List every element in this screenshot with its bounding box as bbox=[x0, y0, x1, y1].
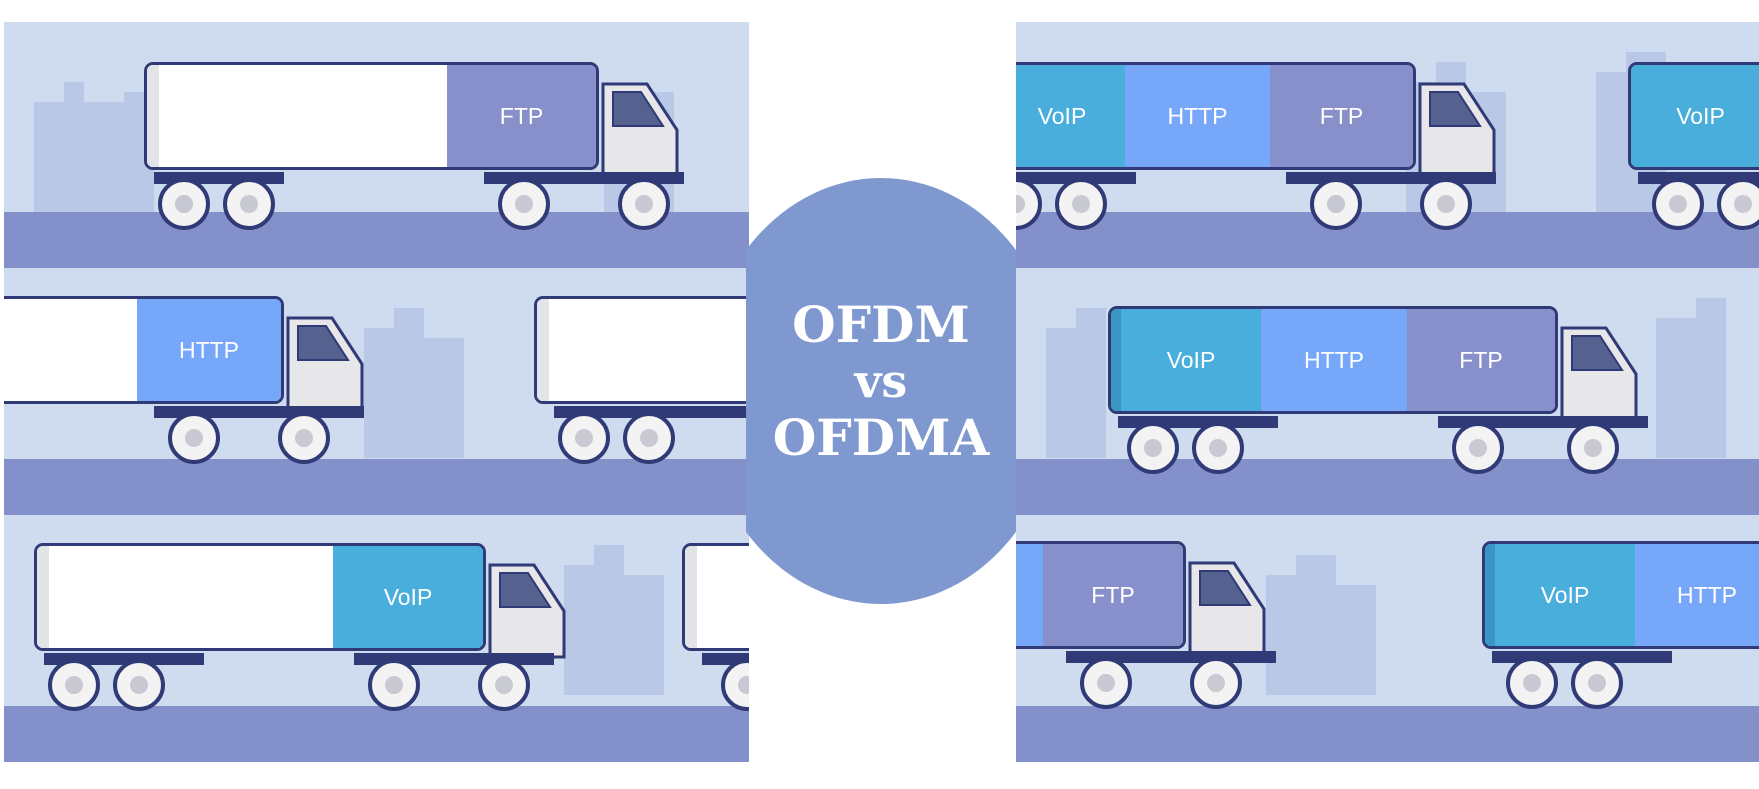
http-segment: HTTP bbox=[1261, 309, 1407, 411]
ofdma-panel: VoIP HTTP FTP VoIP VoIP HTTP FTP bbox=[1016, 22, 1759, 762]
truck-cargo bbox=[534, 296, 749, 404]
city-skyline bbox=[34, 82, 674, 212]
empty-segment bbox=[147, 65, 447, 167]
wheel-group bbox=[44, 653, 204, 711]
lane: VoIP HTTP FTP bbox=[1016, 268, 1759, 515]
http-segment: HTTP bbox=[1635, 544, 1759, 646]
city-skyline bbox=[1046, 298, 1726, 458]
voip-segment: VoIP bbox=[1485, 544, 1635, 646]
road bbox=[4, 459, 749, 515]
city-skyline bbox=[564, 545, 664, 695]
lane: VoIP bbox=[4, 515, 749, 762]
title: OFDM vs OFDMA bbox=[746, 295, 1016, 467]
ftp-segment: FTP bbox=[1043, 544, 1183, 646]
center-circle bbox=[746, 178, 1016, 604]
ofdm-panel: FTP HTTP bbox=[4, 22, 749, 762]
truck-cargo: FTP bbox=[144, 62, 599, 170]
road bbox=[1016, 212, 1759, 268]
empty-segment bbox=[685, 546, 749, 648]
wheel-group bbox=[484, 172, 684, 230]
wheel-group bbox=[702, 653, 749, 711]
truck-cargo: VoIP HTTP bbox=[1482, 541, 1759, 649]
truck-cargo: VoIP HTTP FTP bbox=[1108, 306, 1558, 414]
ftp-segment: FTP bbox=[447, 65, 596, 167]
road bbox=[4, 706, 749, 762]
truck-cargo: VoIP bbox=[34, 543, 486, 651]
truck-cargo bbox=[682, 543, 749, 651]
title-line-vs: vs bbox=[854, 354, 908, 408]
voip-segment: VoIP bbox=[1631, 65, 1759, 167]
wheel-group bbox=[1016, 172, 1136, 230]
lane: FTP bbox=[4, 22, 749, 268]
truck-cab bbox=[1188, 561, 1266, 657]
wheel-group bbox=[1438, 416, 1648, 474]
wheel-group bbox=[1638, 172, 1759, 230]
voip-segment: VoIP bbox=[1111, 309, 1261, 411]
wheel-group bbox=[554, 406, 749, 464]
voip-segment: VoIP bbox=[333, 546, 483, 648]
wheel-group bbox=[1286, 172, 1496, 230]
wheel-group bbox=[154, 172, 284, 230]
truck-cab bbox=[286, 316, 364, 412]
empty-segment bbox=[537, 299, 749, 401]
ftp-segment: FTP bbox=[1270, 65, 1413, 167]
voip-segment: VoIP bbox=[1016, 65, 1125, 167]
http-segment-edge bbox=[1016, 544, 1043, 646]
http-segment: HTTP bbox=[1125, 65, 1270, 167]
ftp-segment: FTP bbox=[1407, 309, 1555, 411]
truck-cab bbox=[1560, 326, 1638, 422]
truck-cargo: VoIP bbox=[1628, 62, 1759, 170]
truck-cab bbox=[488, 563, 566, 659]
wheel-group bbox=[1492, 651, 1672, 709]
wheel-group bbox=[154, 406, 364, 464]
road bbox=[1016, 706, 1759, 762]
title-line-ofdm: OFDM bbox=[792, 295, 970, 354]
empty-segment bbox=[4, 299, 137, 401]
lane: FTP VoIP HTTP bbox=[1016, 515, 1759, 762]
truck-cargo: FTP bbox=[1016, 541, 1186, 649]
city-skyline bbox=[364, 308, 464, 458]
truck-cargo: HTTP bbox=[4, 296, 284, 404]
wheel-group bbox=[354, 653, 554, 711]
truck-cab bbox=[601, 82, 679, 178]
wheel-group bbox=[1066, 651, 1276, 709]
empty-segment bbox=[37, 546, 333, 648]
lane: VoIP HTTP FTP VoIP bbox=[1016, 22, 1759, 268]
http-segment: HTTP bbox=[137, 299, 281, 401]
wheel-group bbox=[1118, 416, 1278, 474]
truck-cargo: VoIP HTTP FTP bbox=[1016, 62, 1416, 170]
lane: HTTP bbox=[4, 268, 749, 515]
truck-cab bbox=[1418, 82, 1496, 178]
city-skyline bbox=[1266, 555, 1376, 695]
title-line-ofdma: OFDMA bbox=[772, 408, 990, 468]
